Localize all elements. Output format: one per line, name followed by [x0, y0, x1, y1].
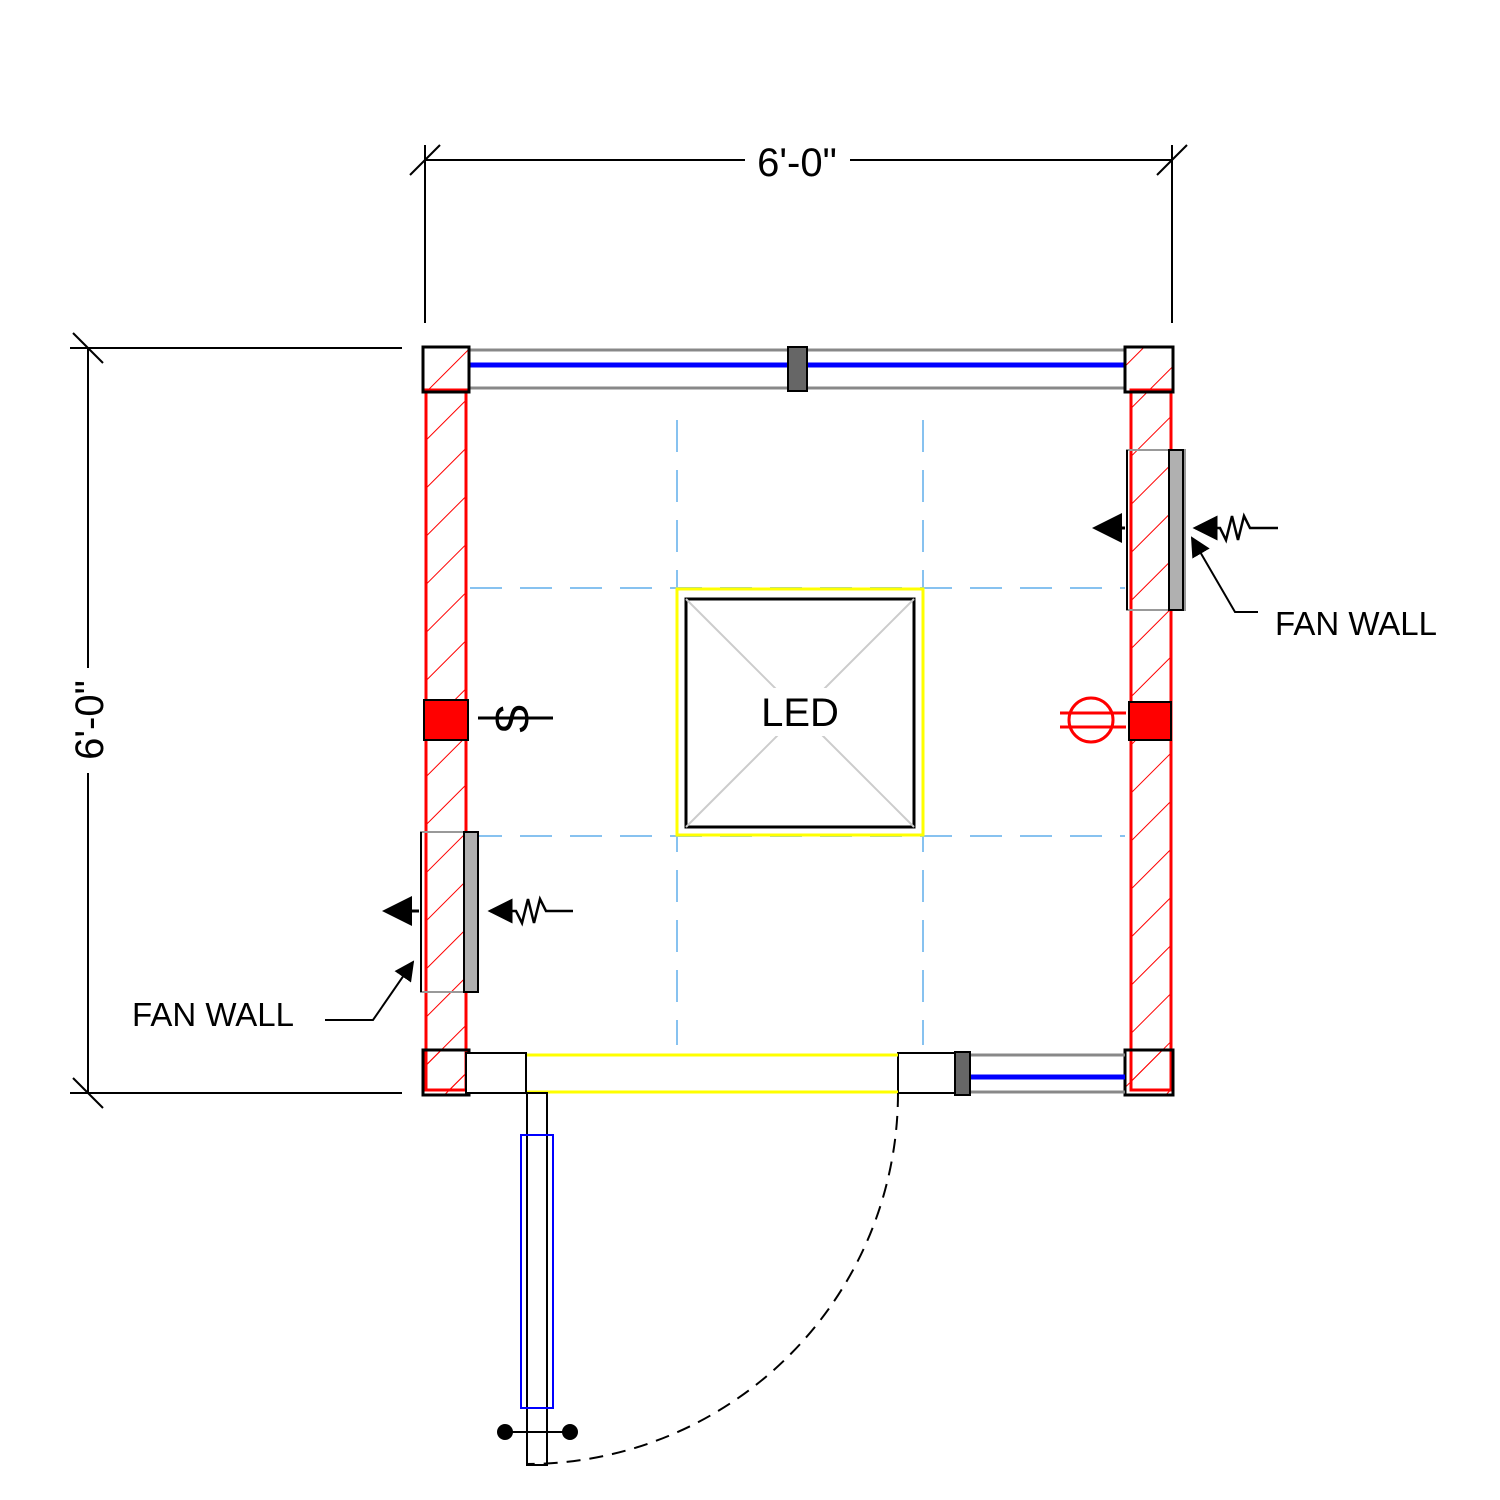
dimension-height-label: 6'-0" [68, 680, 112, 760]
dimension-top: 6'-0" [409, 138, 1188, 323]
glass-clip [787, 346, 808, 392]
fan-wall-right: FAN WALL [1092, 449, 1437, 642]
fan-wall-label-left: FAN WALL [132, 996, 294, 1033]
door-glass-panel [520, 1134, 554, 1409]
outlet-icon [1060, 696, 1172, 744]
dimension-left: 6'-0" [66, 332, 402, 1109]
bottom-wall [465, 1051, 1125, 1096]
door-handle-icon [497, 1424, 513, 1440]
fan-wall-label-right: FAN WALL [1275, 605, 1437, 642]
corner-post-top-left [421, 345, 471, 394]
top-glass-wall [470, 346, 1125, 392]
led-label: LED [761, 691, 839, 735]
door-handle-icon [562, 1424, 578, 1440]
led-light-fixture: LED [675, 587, 925, 837]
corner-post-top-right [1123, 345, 1175, 394]
fan-airflow-icon [1092, 512, 1278, 544]
fan-wall-left: FAN WALL [132, 831, 573, 1033]
fan-airflow-icon [382, 895, 573, 927]
switch-symbol: S [486, 704, 538, 735]
glass-clip [954, 1051, 971, 1096]
door [497, 1092, 899, 1466]
corner-post-bottom-left [421, 1048, 471, 1097]
switch-icon: S [423, 699, 553, 741]
door-swing-arc [526, 1092, 899, 1465]
dimension-width-label: 6'-0" [757, 141, 837, 185]
corner-post-bottom-right [1123, 1048, 1175, 1097]
